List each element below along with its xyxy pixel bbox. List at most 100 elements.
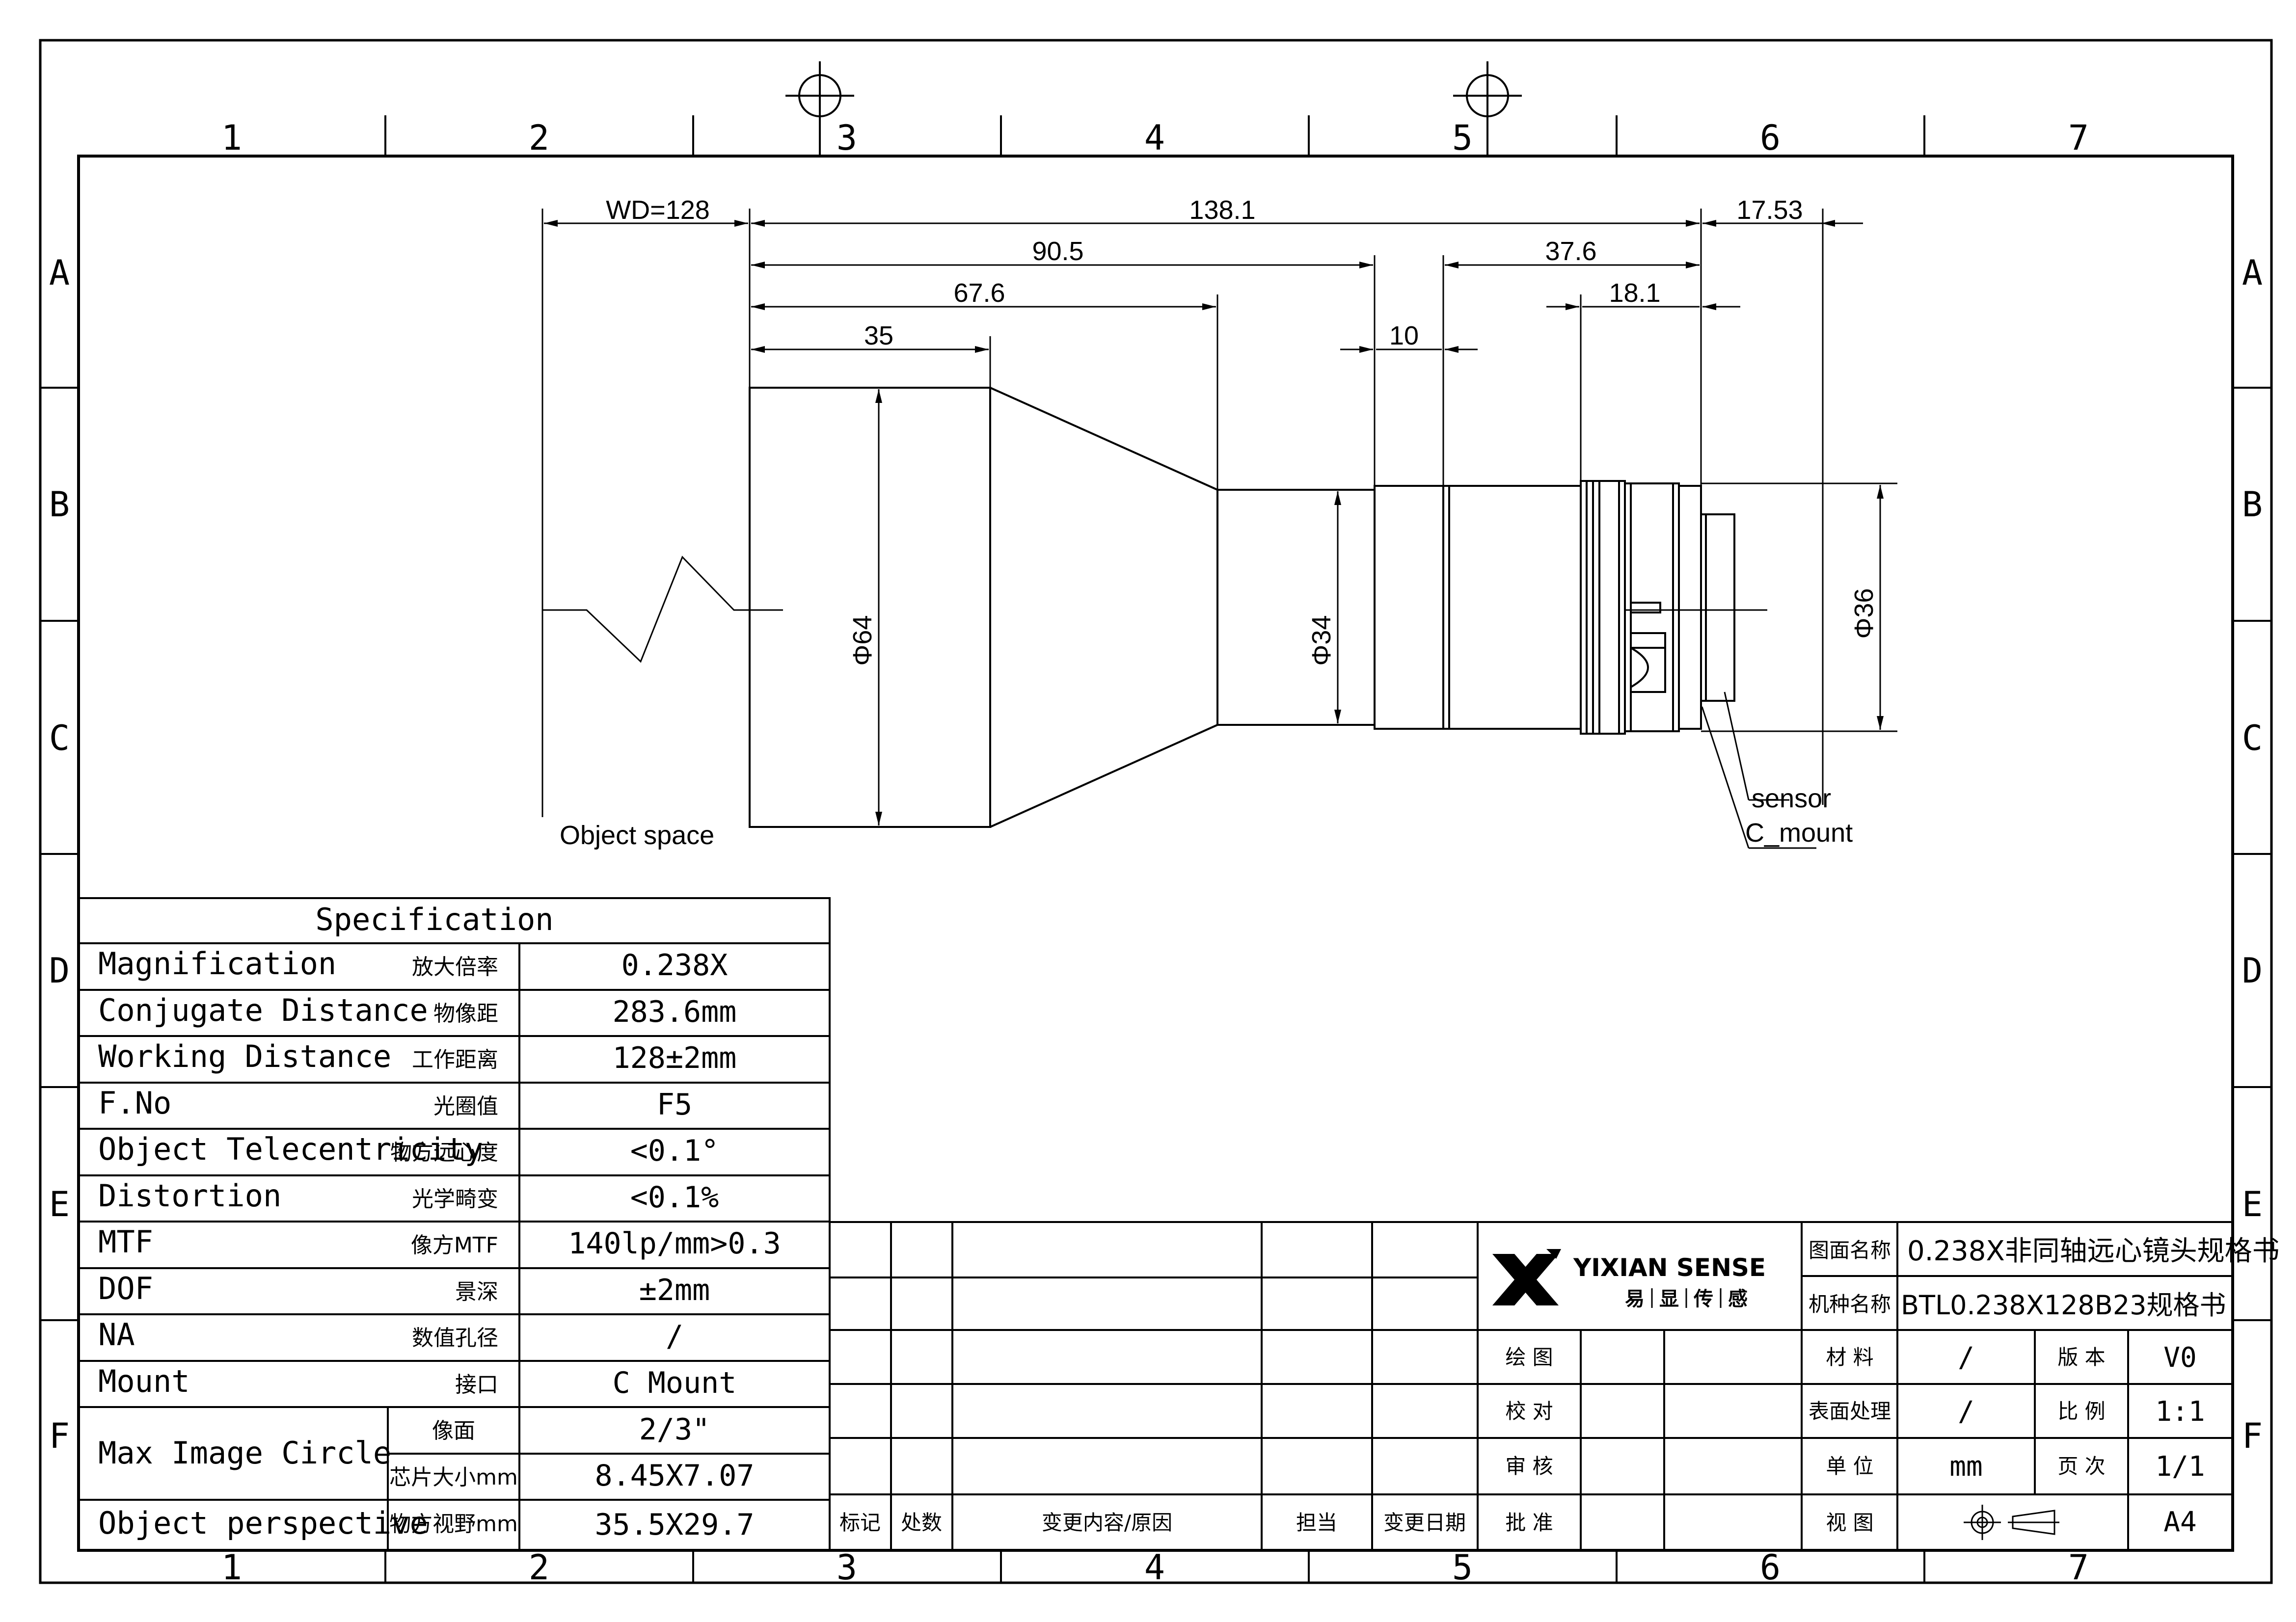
- zone-row-f: F: [49, 1416, 70, 1456]
- label-c-mount: C_mount: [1745, 818, 1853, 848]
- spec-value: 0.238X: [621, 948, 728, 983]
- dim-total-length: 138.1: [1189, 195, 1255, 225]
- spec-label-cn: 工作距离: [412, 1047, 498, 1072]
- label-sensor: sensor: [1752, 784, 1831, 813]
- spec-label-en: DOF: [98, 1271, 153, 1306]
- spec-title: Specification: [315, 902, 553, 937]
- revision-header: 变更内容/原因: [1042, 1511, 1172, 1535]
- zone-col-5-bottom: 5: [1452, 1547, 1473, 1588]
- dim-35: 35: [864, 321, 893, 350]
- zone-row-e-right: E: [2242, 1184, 2263, 1224]
- zone-row-e: E: [49, 1184, 70, 1224]
- zone-col-4-bottom: 4: [1144, 1547, 1165, 1588]
- logo-sub-char: 传: [1693, 1288, 1713, 1310]
- zone-col-7: 7: [2068, 118, 2089, 158]
- sign-label: 校 对: [1505, 1399, 1553, 1423]
- dim-90-5: 90.5: [1032, 237, 1083, 266]
- spec-label-en: MTF: [98, 1224, 153, 1260]
- dim-18-1: 18.1: [1609, 278, 1660, 308]
- dim-working-distance: WD=128: [606, 195, 710, 225]
- spec-label-cn: 物像距: [433, 1001, 498, 1026]
- zone-col-1-bottom: 1: [221, 1547, 242, 1588]
- spec-value: 2/3": [639, 1412, 710, 1447]
- spec-label-en: Conjugate Distance: [98, 992, 428, 1028]
- spec-value: <0.1°: [630, 1134, 719, 1168]
- spec-label-cn: 物方视野mm: [389, 1512, 518, 1537]
- version-label: 版 本: [2057, 1345, 2105, 1369]
- zone-col-2-bottom: 2: [529, 1547, 549, 1588]
- zone-col-3-bottom: 3: [837, 1547, 857, 1588]
- unit-label: 单 位: [1826, 1454, 1873, 1478]
- material-value: /: [1958, 1342, 1974, 1374]
- dim-dia-34: Φ34: [1307, 615, 1336, 665]
- spec-label-cn: 像方MTF: [411, 1233, 498, 1258]
- sheet-size: A4: [2163, 1506, 2196, 1538]
- spec-label-cn: 接口: [455, 1372, 498, 1397]
- logo-x-icon: [1492, 1249, 1561, 1305]
- spec-label-en: F.No: [98, 1085, 171, 1121]
- view-label: 视 图: [1826, 1511, 1873, 1535]
- projection-symbol-icon: [1964, 1505, 2059, 1540]
- version-value: V0: [2163, 1342, 2196, 1374]
- zone-row-d-right: D: [2242, 951, 2263, 991]
- zone-row-a: A: [49, 253, 70, 293]
- spec-label-cn: 光学畸变: [412, 1187, 498, 1212]
- company-logo: YIXIAN SENSE 易 显 传 感: [1492, 1249, 1766, 1310]
- dim-10: 10: [1389, 321, 1419, 350]
- zone-row-b-right: B: [2242, 484, 2263, 525]
- spec-value: /: [666, 1319, 683, 1354]
- dim-67-6: 67.6: [953, 278, 1005, 308]
- spec-value: 8.45X7.07: [594, 1459, 754, 1493]
- zone-col-1: 1: [221, 118, 242, 158]
- zone-col-6-bottom: 6: [1760, 1547, 1781, 1588]
- lens-outline: [749, 387, 1735, 828]
- revision-header: 担当: [1296, 1511, 1337, 1535]
- spec-label-cn: 光圈值: [433, 1094, 498, 1119]
- material-label: 材 料: [1826, 1345, 1873, 1369]
- unit-value: mm: [1949, 1451, 1982, 1483]
- model-name: BTL0.238X128B23规格书: [1901, 1290, 2226, 1321]
- zone-col-5: 5: [1452, 118, 1473, 158]
- zone-row-d: D: [49, 951, 70, 991]
- spec-label-en: Magnification: [98, 946, 336, 982]
- scale-value: 1:1: [2155, 1396, 2205, 1428]
- spec-label-en: Object Telecentricity: [98, 1131, 483, 1167]
- dim-17-53: 17.53: [1736, 195, 1803, 225]
- zone-row-c-right: C: [2242, 718, 2263, 758]
- spec-label-cn: 像面: [432, 1418, 475, 1443]
- surface-value: /: [1958, 1396, 1974, 1428]
- revision-header: 标记: [839, 1511, 881, 1535]
- spec-value: 283.6mm: [613, 995, 737, 1029]
- extension-lines: [541, 209, 1897, 817]
- zone-col-2: 2: [529, 118, 549, 158]
- spec-label-en: Mount: [98, 1363, 190, 1399]
- spec-label-cn: 芯片大小mm: [389, 1465, 518, 1490]
- scale-label: 比 例: [2057, 1399, 2105, 1423]
- zone-col-7-bottom: 7: [2068, 1547, 2089, 1588]
- spec-table: Specification Magnification Conjugate Di…: [78, 897, 831, 1551]
- spec-label-en: Working Distance: [98, 1038, 391, 1074]
- spec-label-en: Object perspective: [98, 1505, 428, 1541]
- sign-label: 绘 图: [1505, 1345, 1553, 1369]
- spec-label-en: NA: [98, 1317, 135, 1353]
- drawing-name-label: 图面名称: [1809, 1238, 1891, 1262]
- optical-axis: [542, 556, 783, 663]
- spec-value: F5: [657, 1088, 692, 1122]
- spec-value: 128±2mm: [613, 1041, 737, 1075]
- logo-sub-char: 显: [1659, 1288, 1679, 1310]
- zone-col-4: 4: [1144, 118, 1165, 158]
- surface-label: 表面处理: [1809, 1399, 1891, 1423]
- sheet-frame: 1 2 3 4 5 6 7 1 2 3 4 5 6 7 A B C D E F …: [39, 39, 2273, 1588]
- spec-label-en: Max Image Circle: [98, 1435, 391, 1471]
- spec-label-cn: 物方远心度: [390, 1140, 498, 1165]
- sign-label: 批 准: [1505, 1511, 1553, 1535]
- spec-label-cn: 数值孔径: [412, 1326, 498, 1351]
- zone-row-c: C: [49, 718, 70, 758]
- spec-value: <0.1%: [630, 1180, 719, 1215]
- spec-label-en: Distortion: [98, 1178, 281, 1214]
- zone-row-a-right: A: [2242, 253, 2263, 293]
- title-block: 标记 处数 变更内容/原因 担当 变更日期 绘 图 校 对 审 核 批 准 图面…: [829, 1221, 2280, 1551]
- label-object-space: Object space: [560, 821, 714, 850]
- logo-sub-char: 感: [1728, 1288, 1748, 1310]
